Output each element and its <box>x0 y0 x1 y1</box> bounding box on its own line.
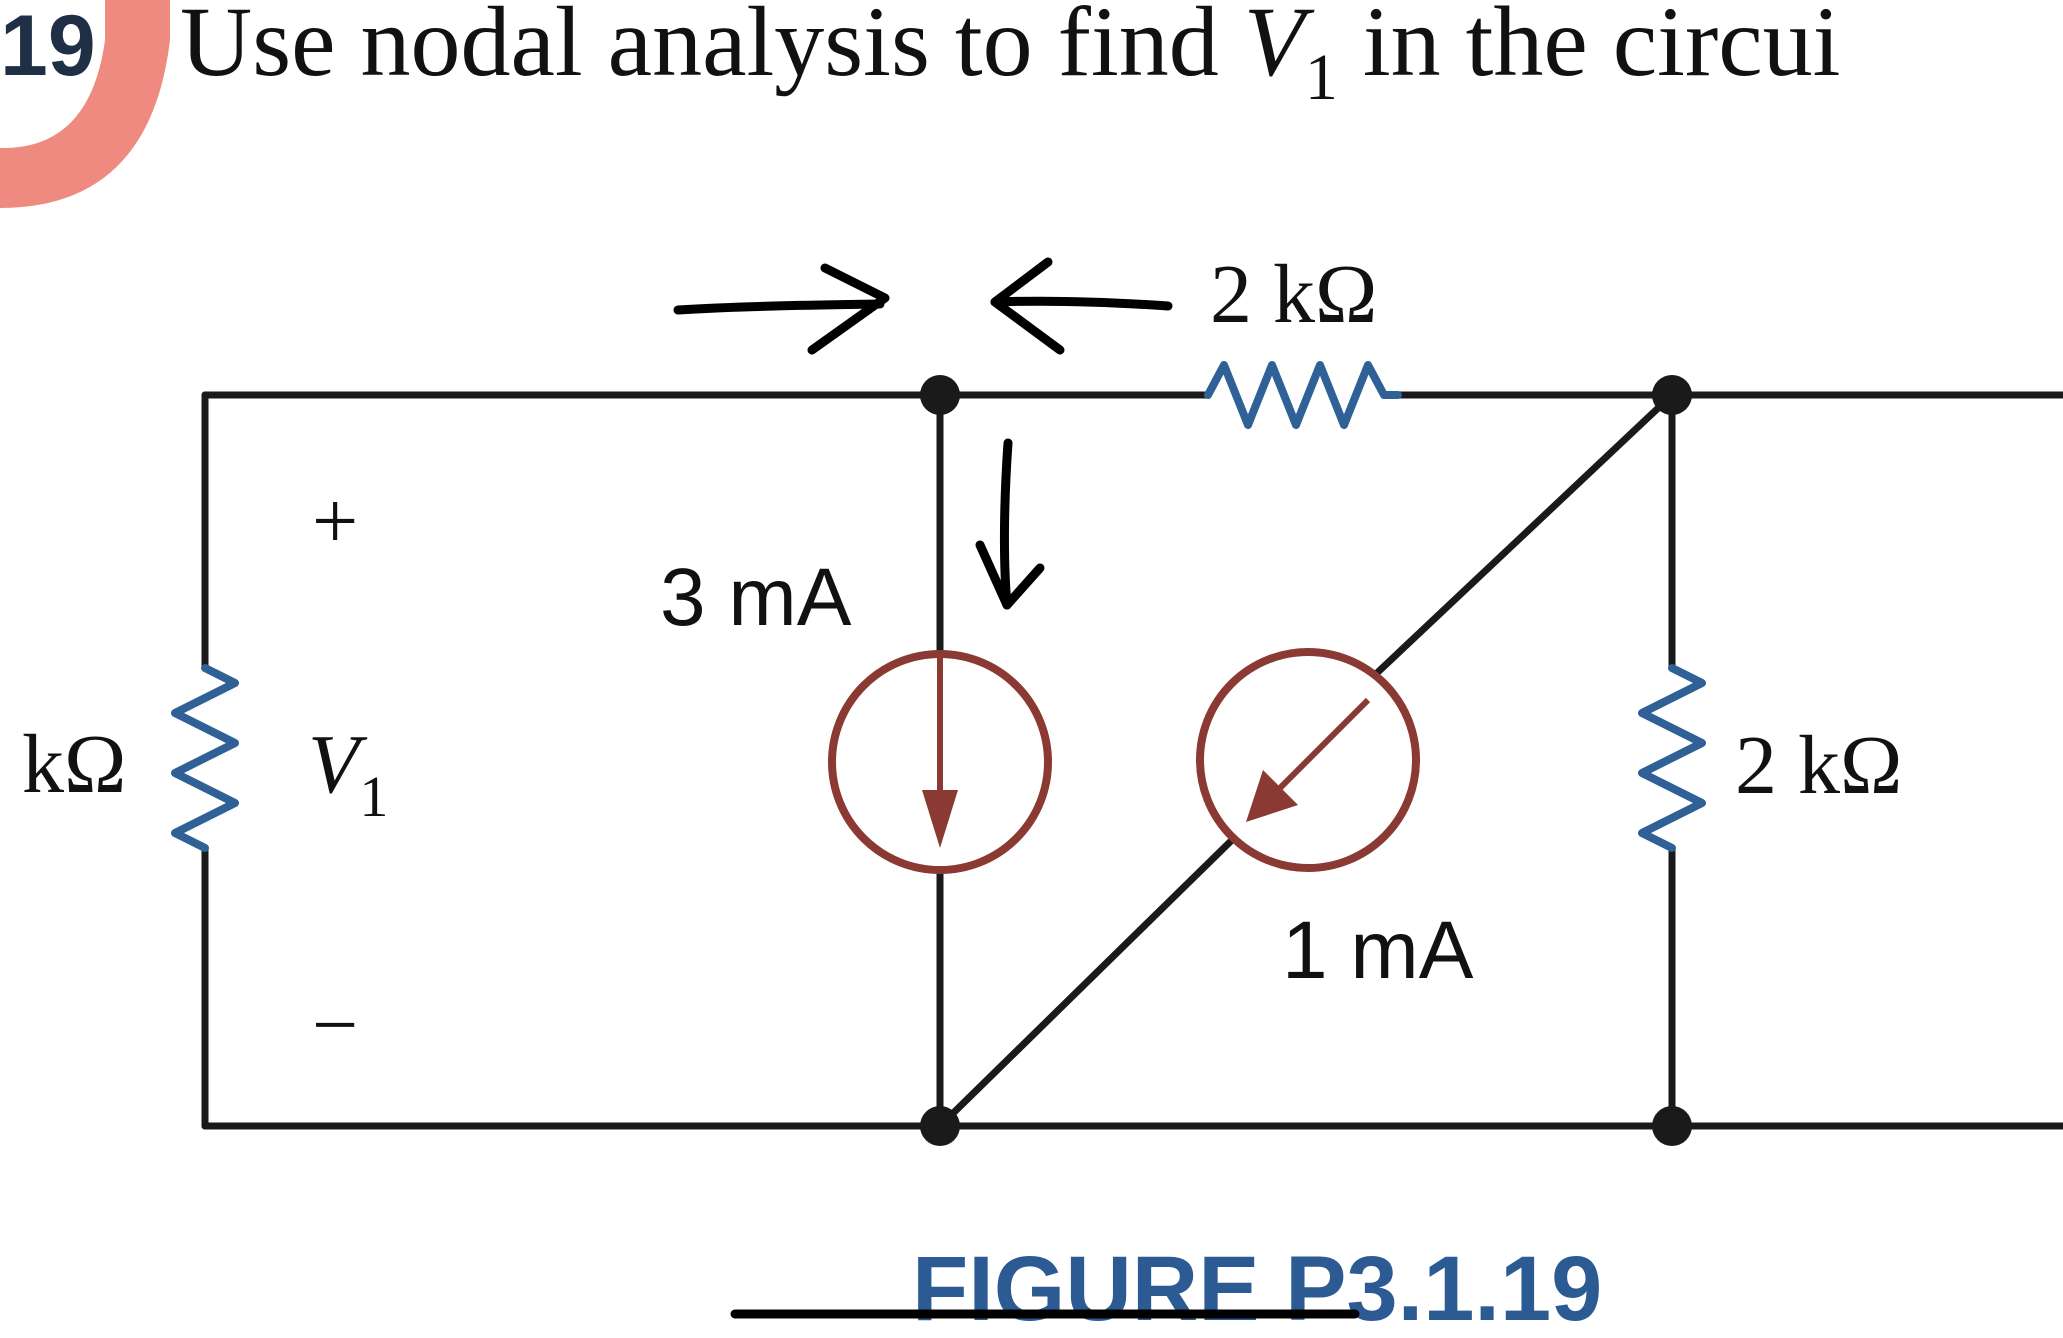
statement-subscript: 1 <box>1305 41 1338 114</box>
current-source-1ma <box>1196 648 1420 872</box>
diagonal-wire-lower <box>936 836 1236 1130</box>
source-3ma-label: 3 mA <box>660 552 852 643</box>
top-resistor-label: 2 kΩ <box>1210 248 1377 341</box>
problem-statement: Use nodal analysis to find V1 in the cir… <box>180 0 1840 114</box>
hand-arrow-down <box>999 438 1013 610</box>
v1-label: V1 <box>308 718 388 829</box>
hand-arrow-down-head <box>975 540 1045 610</box>
node-bottom-middle <box>920 1106 960 1146</box>
node-top-right <box>1652 375 1692 415</box>
diagonal-arrow-icon <box>1246 770 1298 822</box>
source-1ma-arrow-shaft <box>1275 697 1371 793</box>
top-resistor <box>1204 361 1402 429</box>
v1-symbol: V <box>308 718 368 811</box>
statement-prefix: Use nodal analysis to find <box>180 0 1244 97</box>
hand-arrow-right <box>673 299 885 315</box>
hand-arrow-right-head <box>807 263 890 355</box>
handwritten-annotations <box>673 257 1173 610</box>
source-1ma-label: 1 mA <box>1282 905 1474 996</box>
diagonal-wire-upper <box>1374 391 1676 676</box>
node-top-middle <box>920 375 960 415</box>
figure-caption: FIGURE P3.1.19 <box>912 1238 1602 1338</box>
down-arrow-icon <box>922 790 958 848</box>
right-resistor <box>1638 664 1706 852</box>
statement-variable: V <box>1244 0 1315 97</box>
nodes <box>920 375 1692 1146</box>
hand-arrow-left <box>990 296 1173 311</box>
statement-suffix: in the circui <box>1338 0 1841 97</box>
v1-subscript: 1 <box>359 764 388 829</box>
problem-number: 19 <box>0 0 96 94</box>
hand-arrow-left-head <box>990 257 1065 355</box>
current-source-3ma <box>828 650 1052 874</box>
right-resistor-label: 2 kΩ <box>1735 719 1902 812</box>
v1-minus-sign: − <box>312 979 358 1070</box>
node-bottom-right <box>1652 1106 1692 1146</box>
v1-plus-sign: + <box>312 475 358 566</box>
highlight-arc <box>0 0 170 208</box>
left-resistor-label: kΩ <box>22 718 126 811</box>
left-resistor <box>171 664 239 852</box>
